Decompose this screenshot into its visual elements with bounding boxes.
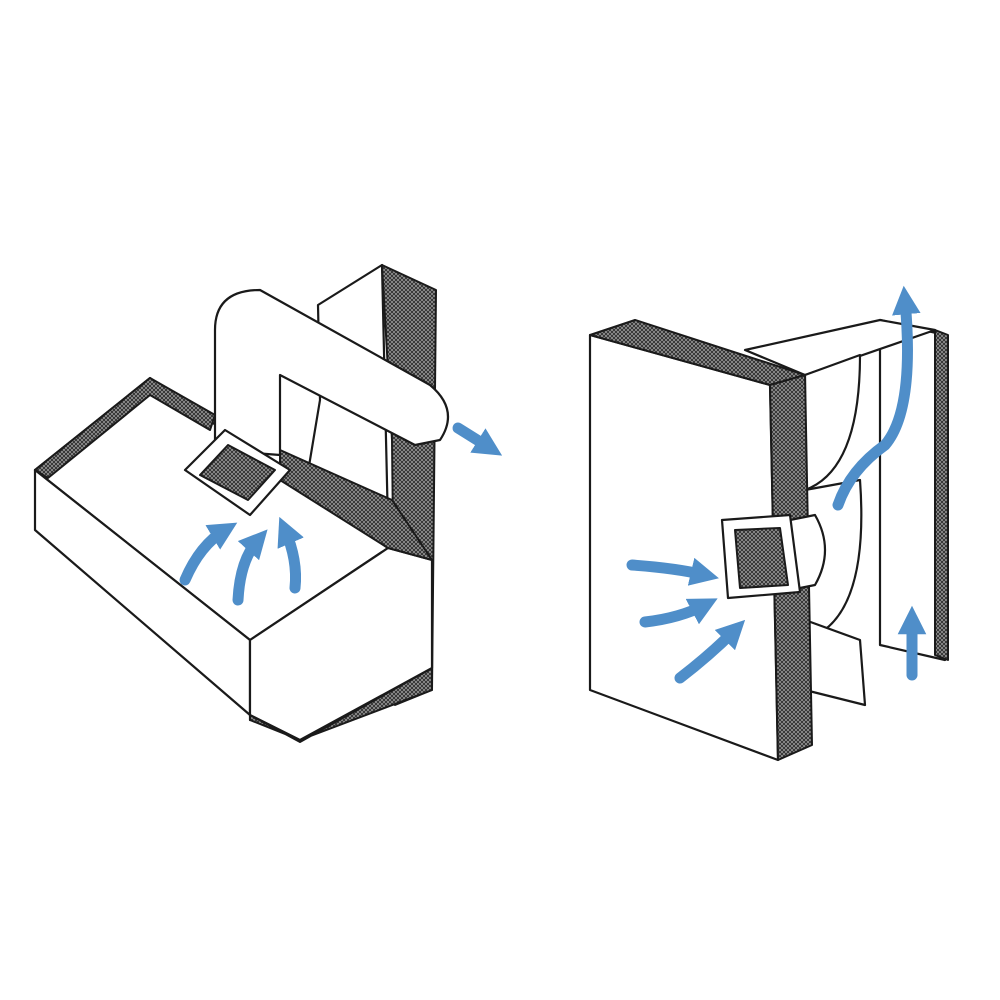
- back-panel-edge: [934, 329, 949, 661]
- arrow-icon: [832, 285, 921, 511]
- airflow-arrows-right: [626, 285, 927, 684]
- airflow-arrows-left: [179, 422, 503, 606]
- right-figure: [588, 285, 949, 762]
- lower-ledge: [803, 618, 867, 707]
- cavity-tie-upper: [803, 353, 862, 492]
- wall-lower-edge-hatched: [249, 667, 433, 743]
- arrow-icon: [452, 422, 503, 456]
- fan-grille: [734, 527, 789, 589]
- arrow-icon: [639, 598, 718, 628]
- arrow-icon: [674, 619, 746, 684]
- cabinet-rim-hatched: [34, 377, 216, 479]
- fan-duct: [788, 513, 826, 592]
- arrow-icon: [277, 516, 304, 594]
- duct: [213, 288, 450, 457]
- arrow-icon: [232, 529, 268, 606]
- arrow-icon: [179, 522, 238, 586]
- left-figure: [33, 263, 503, 743]
- fan-grille: [199, 444, 276, 501]
- arrow-icon: [626, 557, 719, 586]
- cavity-top: [743, 318, 937, 377]
